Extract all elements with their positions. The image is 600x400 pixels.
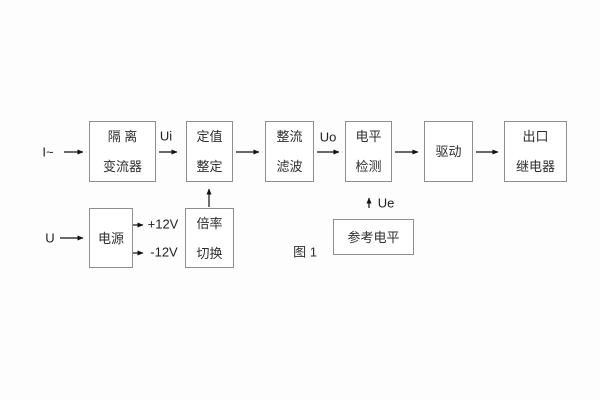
block-label-line: 检测 (355, 159, 382, 174)
block-label-line: 倍率 (196, 215, 223, 231)
block-isolation-transformer: 隔 离 变流器 (89, 121, 156, 182)
block-label-line: 整定 (196, 159, 223, 174)
block-label-line: 驱动 (435, 144, 462, 159)
block-output-relay: 出口 继电器 (504, 121, 567, 182)
block-level-detection: 电平 检测 (345, 121, 392, 182)
block-label-line: 变流器 (102, 159, 142, 174)
block-label-line: 电源 (97, 230, 124, 246)
block-setpoint-setting: 定值 整定 (186, 121, 233, 182)
block-reference-level: 参考电平 (333, 219, 414, 255)
block-label-line: 隔 离 (107, 129, 138, 144)
block-drive: 驱动 (424, 121, 473, 182)
block-label-line: 继电器 (515, 159, 555, 174)
signal-input-voltage: U (45, 230, 55, 246)
signal-input-current: I~ (42, 144, 54, 160)
block-label-line: 电平 (355, 129, 382, 144)
block-label-line: 切换 (196, 245, 223, 261)
block-label-line: 出口 (522, 129, 549, 144)
signal-minus-12v: -12V (150, 244, 178, 260)
signal-ue: Ue (377, 195, 395, 211)
figure-caption: 图 1 (293, 244, 317, 260)
block-label-line: 整流 (276, 129, 303, 144)
signal-uo: Uo (319, 129, 337, 145)
block-power-supply: 电源 (89, 208, 133, 268)
block-label-line: 定值 (196, 129, 223, 144)
block-label-line: 参考电平 (347, 229, 400, 245)
block-ratio-switch: 倍率 切换 (185, 208, 234, 268)
block-label-line: 滤波 (276, 159, 303, 174)
block-rectify-filter: 整流 滤波 (265, 121, 314, 182)
signal-plus-12v: +12V (147, 216, 179, 232)
signal-ui: Ui (159, 128, 173, 144)
